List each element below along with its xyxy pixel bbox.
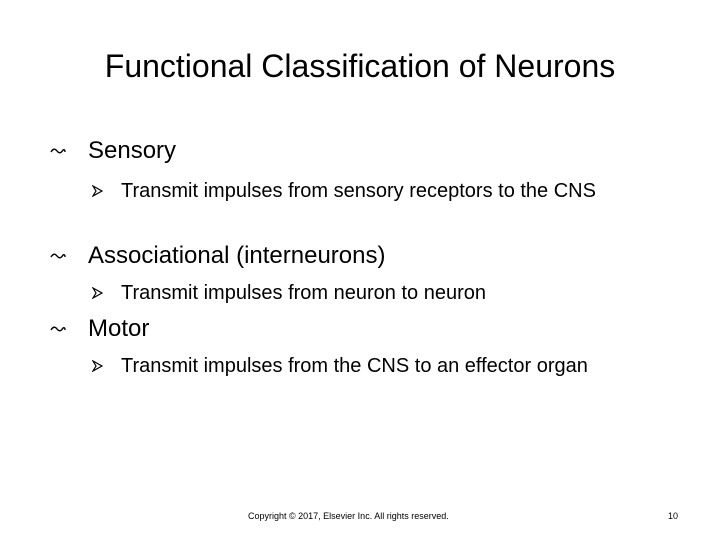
bullet-label: Sensory bbox=[88, 137, 177, 164]
footer-copyright: Copyright © 2017, Elsevier Inc. All righ… bbox=[248, 511, 449, 521]
wave-bullet-icon bbox=[50, 136, 88, 166]
sub-bullet-text: Transmit impulses from sensory receptors… bbox=[121, 180, 596, 202]
bullet-item-motor: Motor bbox=[50, 314, 149, 344]
arrowhead-bullet-icon bbox=[92, 280, 121, 306]
arrowhead-bullet-icon bbox=[92, 178, 121, 204]
slide-title: Functional Classification of Neurons bbox=[104, 48, 616, 84]
bullet-item-associational: Associational (interneurons) bbox=[50, 241, 385, 271]
arrowhead-bullet-icon bbox=[92, 353, 121, 379]
bullet-label: Associational (interneurons) bbox=[88, 242, 386, 269]
sub-bullet-item: Transmit impulses from sensory receptors… bbox=[92, 178, 652, 204]
sub-bullet-item: Transmit impulses from the CNS to an eff… bbox=[92, 353, 652, 379]
wave-bullet-icon bbox=[50, 241, 88, 271]
bullet-item-sensory: Sensory bbox=[50, 136, 176, 166]
bullet-label: Motor bbox=[88, 315, 150, 342]
wave-bullet-icon bbox=[50, 314, 88, 344]
page-number: 10 bbox=[667, 511, 678, 521]
sub-bullet-text: Transmit impulses from the CNS to an eff… bbox=[121, 355, 588, 377]
sub-bullet-item: Transmit impulses from neuron to neuron bbox=[92, 280, 652, 306]
sub-bullet-text: Transmit impulses from neuron to neuron bbox=[121, 282, 486, 304]
